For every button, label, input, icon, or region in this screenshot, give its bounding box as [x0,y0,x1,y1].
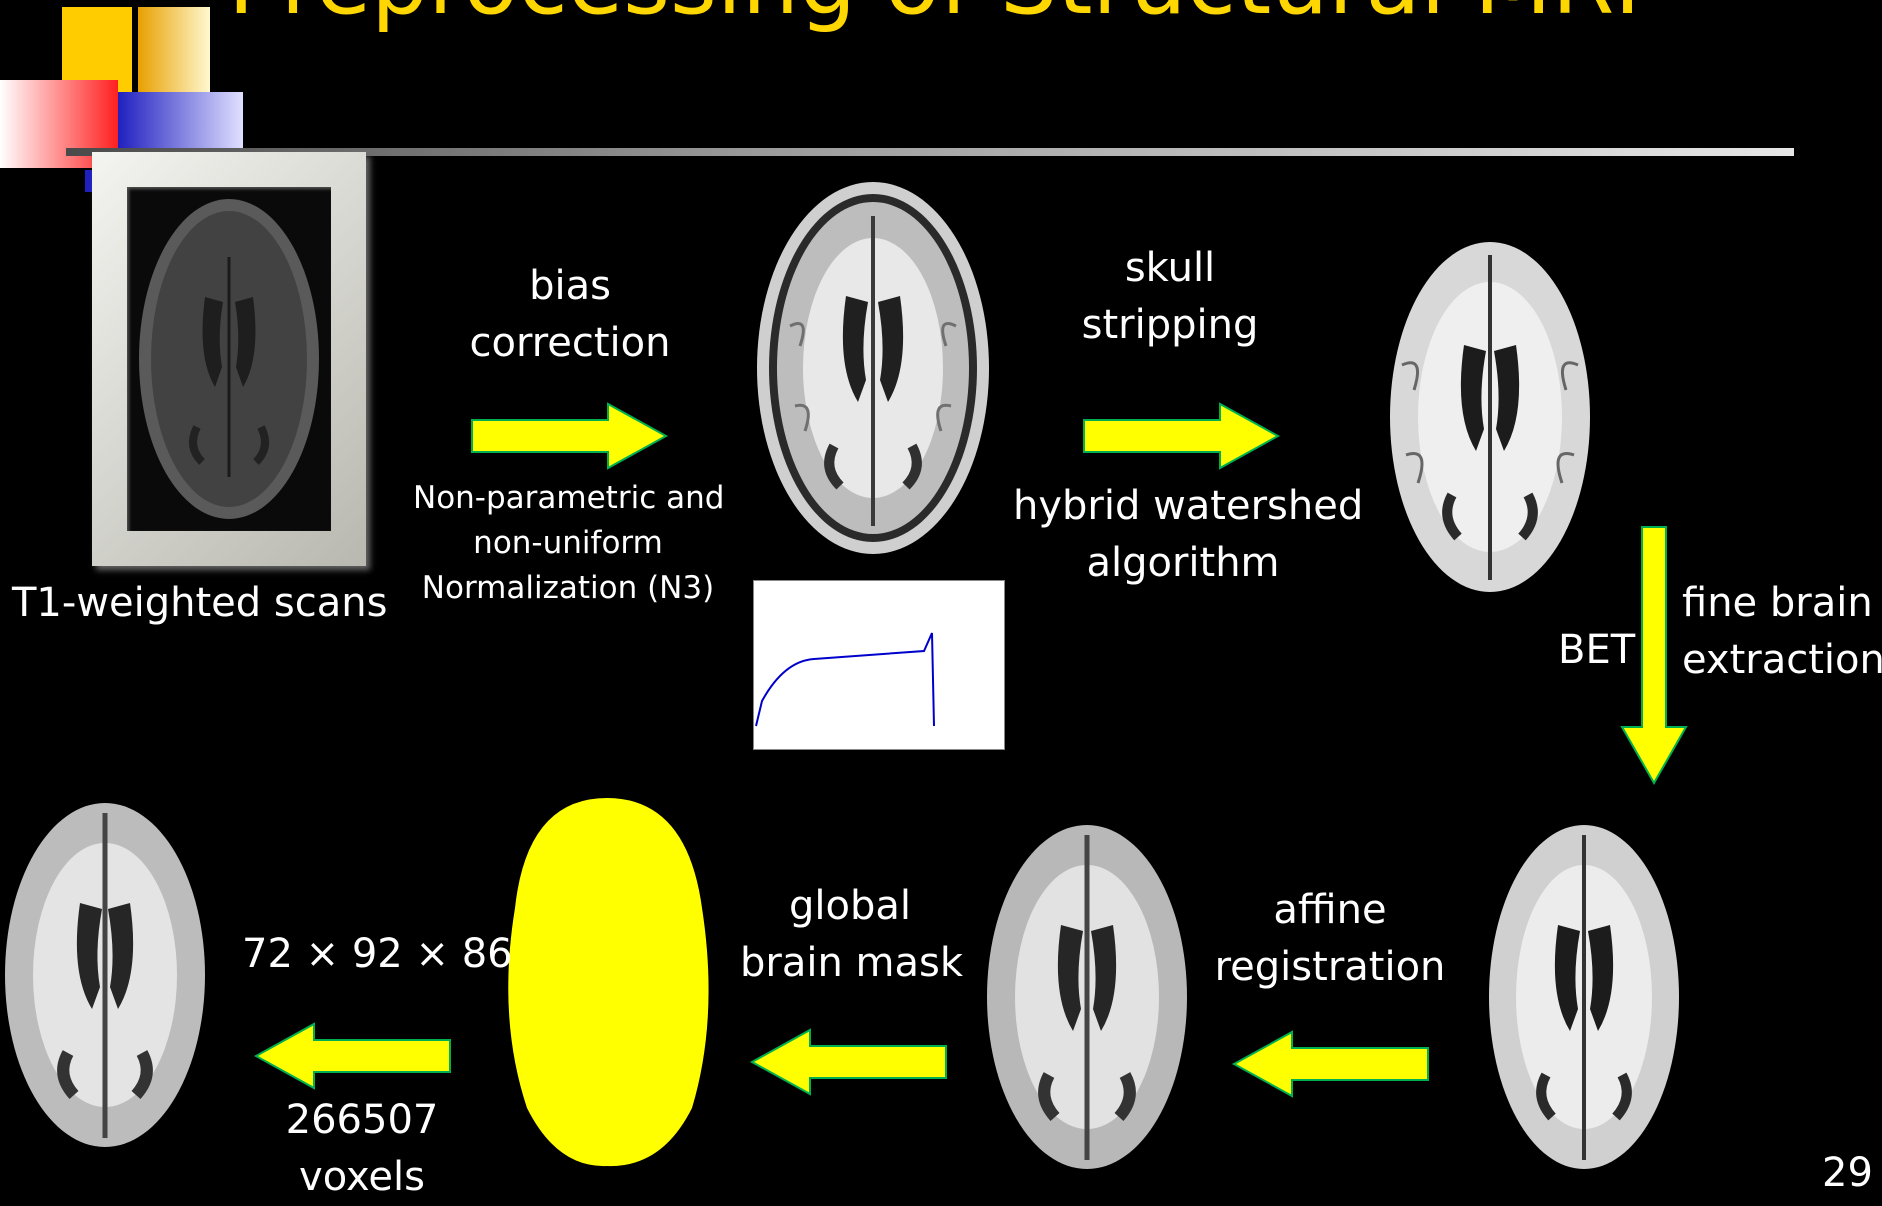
slide-title: Preprocessing of Structural MRI [228,0,1641,28]
dimensions-label: 72 × 92 × 86 [242,926,513,983]
affine-registration-label: affine registration [1210,882,1450,996]
final-brain-image [0,783,222,1168]
arrow-right-icon [1082,402,1282,470]
t1-scan-frame [92,152,366,566]
skull-stripped-image [1370,225,1610,610]
histogram-plot [753,580,1005,750]
bias-correction-label: bias correction [465,258,675,372]
arrow-right-icon [470,402,670,470]
arrow-left-icon [748,1028,948,1096]
fine-extraction-label: fine brain extraction [1682,575,1882,689]
voxels-label: 266507 voxels [262,1092,462,1206]
watershed-label: hybrid watershed algorithm [1013,478,1353,592]
arrow-left-icon [1230,1030,1430,1098]
arrow-left-icon [252,1022,452,1090]
registered-image [971,805,1203,1190]
brain-mask-image [487,788,727,1173]
skull-stripping-label: skull stripping [1065,240,1275,354]
fine-extracted-image [1464,805,1704,1190]
global-mask-label: global brain mask [740,878,960,992]
arrow-down-icon [1620,525,1688,785]
n3-note: Non-parametric and non-uniform Normaliza… [413,476,723,611]
bias-corrected-image [750,176,996,560]
t1-caption: T1-weighted scans [12,575,387,632]
t1-brain-image [127,187,331,531]
page-number: 29 [1822,1150,1873,1196]
